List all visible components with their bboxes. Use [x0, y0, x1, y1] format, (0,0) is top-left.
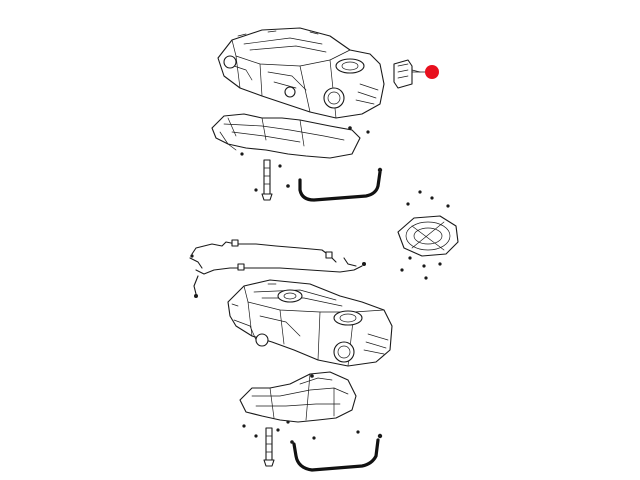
upper-heat-shield[interactable]: [211, 113, 361, 159]
pump-module-fasteners: [400, 190, 450, 280]
lower-fuel-tank[interactable]: [227, 279, 393, 367]
lower-filler-hose[interactable]: [263, 427, 275, 467]
lower-heat-shield[interactable]: [239, 371, 357, 423]
fuel-pump-module-cover[interactable]: [397, 215, 459, 257]
lock-ring-bracket[interactable]: [393, 59, 421, 89]
fuel-supply-lines[interactable]: [189, 239, 366, 298]
upper-fuel-tank[interactable]: [217, 27, 385, 119]
upper-fasteners: [240, 130, 370, 192]
lower-fasteners: [242, 420, 360, 440]
lower-tank-strap[interactable]: [290, 433, 383, 472]
callout-marker[interactable]: [425, 65, 439, 79]
upper-filler-hose[interactable]: [261, 159, 273, 201]
upper-tank-strap[interactable]: [286, 167, 383, 202]
